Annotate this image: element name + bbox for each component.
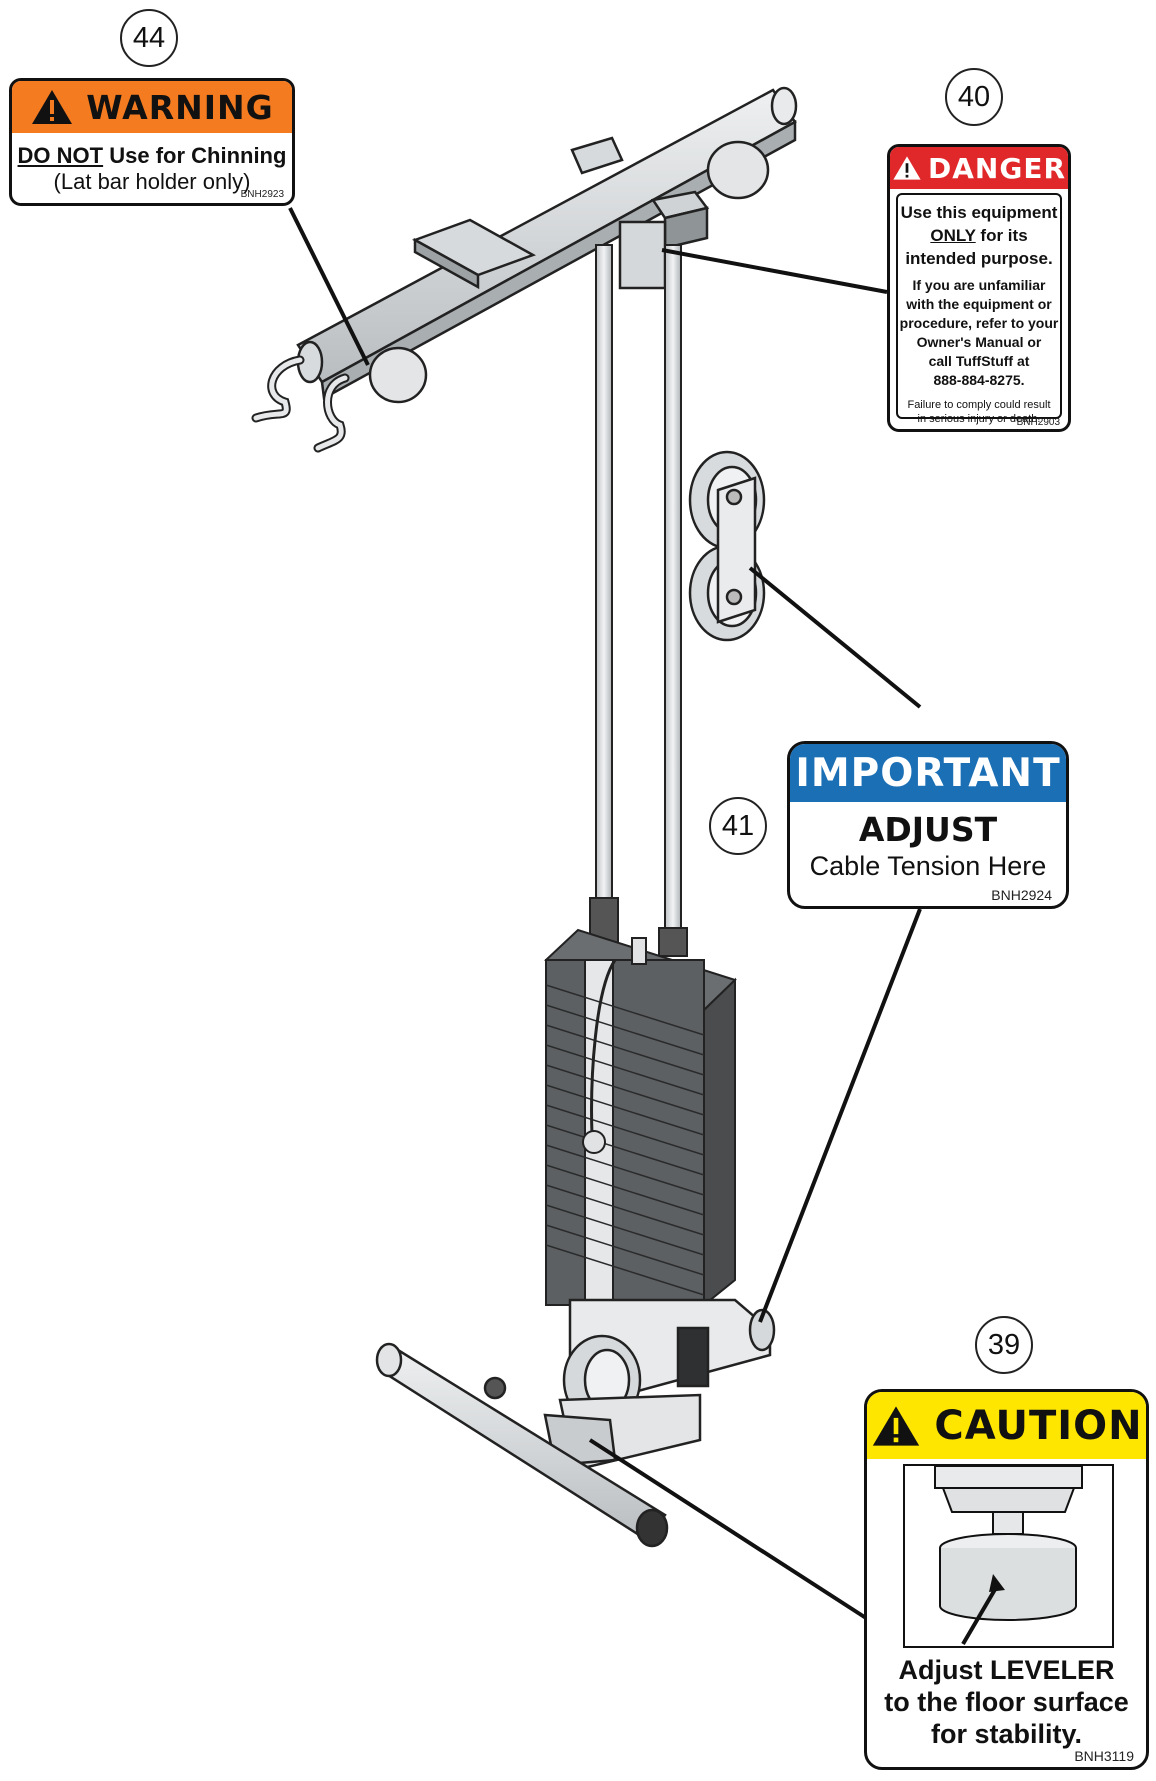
callout-39: 39	[975, 1316, 1033, 1374]
leveler-icon	[934, 1465, 1083, 1646]
base-frame	[483, 1298, 776, 1472]
selector-pin	[582, 937, 647, 1154]
caution-l2: to the floor surface	[884, 1687, 1129, 1717]
important-line2: Cable Tension Here	[809, 851, 1047, 881]
warning-line2: (Lat bar holder only)	[53, 169, 251, 194]
tension-pulleys	[688, 450, 766, 642]
leveler-illustration	[903, 1464, 1114, 1648]
caution-header: CAUTION	[867, 1392, 1146, 1459]
caution-decal: CAUTION Adjust LEVELER to the floor surf…	[864, 1389, 1149, 1770]
danger-triangle-icon	[893, 156, 921, 180]
warning-do-not: DO NOT	[17, 143, 104, 168]
danger-body: Use this equipment ONLY for its intended…	[896, 193, 1062, 425]
danger-header: DANGER	[890, 147, 1068, 189]
callout-44: 44	[120, 9, 178, 67]
danger-l5: with the equipment or	[906, 296, 1052, 312]
important-header: IMPORTANT	[790, 744, 1066, 802]
danger-l7: Owner's Manual or	[916, 334, 1042, 350]
top-beam	[296, 86, 798, 404]
warning-header-text: WARNING	[86, 87, 274, 127]
guide-rods	[589, 244, 688, 957]
caution-l3: for stability.	[930, 1719, 1083, 1749]
important-decal: IMPORTANT ADJUST Cable Tension Here BNH2…	[787, 741, 1069, 909]
danger-code: BNH2903	[1016, 417, 1060, 428]
warning-decal: WARNING DO NOT Use for Chinning (Lat bar…	[9, 78, 295, 206]
danger-l3: intended purpose.	[905, 249, 1053, 268]
danger-l2: for its	[975, 226, 1028, 245]
caution-code: BNH3119	[1074, 1748, 1134, 1764]
danger-l8: call TuffStuff at	[928, 353, 1030, 369]
caution-header-text: CAUTION	[934, 1402, 1143, 1449]
danger-l6: procedure, refer to your	[899, 315, 1059, 331]
danger-only: ONLY	[930, 226, 976, 245]
caution-triangle-icon	[873, 1405, 920, 1446]
callout-40: 40	[945, 68, 1003, 126]
warning-code: BNH2923	[240, 189, 284, 200]
warning-triangle-icon	[32, 90, 73, 124]
leader-lines	[288, 207, 922, 1620]
warning-header: WARNING	[12, 81, 292, 133]
warning-line1: Use for Chinning	[103, 143, 287, 168]
caution-l1: Adjust LEVELER	[898, 1655, 1115, 1685]
danger-l4: If you are unfamiliar	[912, 277, 1046, 293]
danger-l10: Failure to comply could result	[907, 399, 1051, 411]
danger-l11: in serious injury or death.	[917, 413, 1041, 425]
danger-header-text: DANGER	[927, 151, 1066, 185]
weight-plate-lines	[545, 984, 705, 1296]
callout-41: 41	[709, 797, 767, 855]
danger-l9: 888-884-8275.	[933, 372, 1025, 388]
danger-decal: DANGER Use this equipment ONLY for its i…	[887, 144, 1071, 432]
danger-l1: Use this equipment	[900, 203, 1058, 222]
weight-stack	[544, 928, 737, 1308]
front-bar	[375, 1342, 669, 1548]
important-code: BNH2924	[991, 887, 1052, 903]
important-line1: ADJUST	[858, 810, 998, 849]
